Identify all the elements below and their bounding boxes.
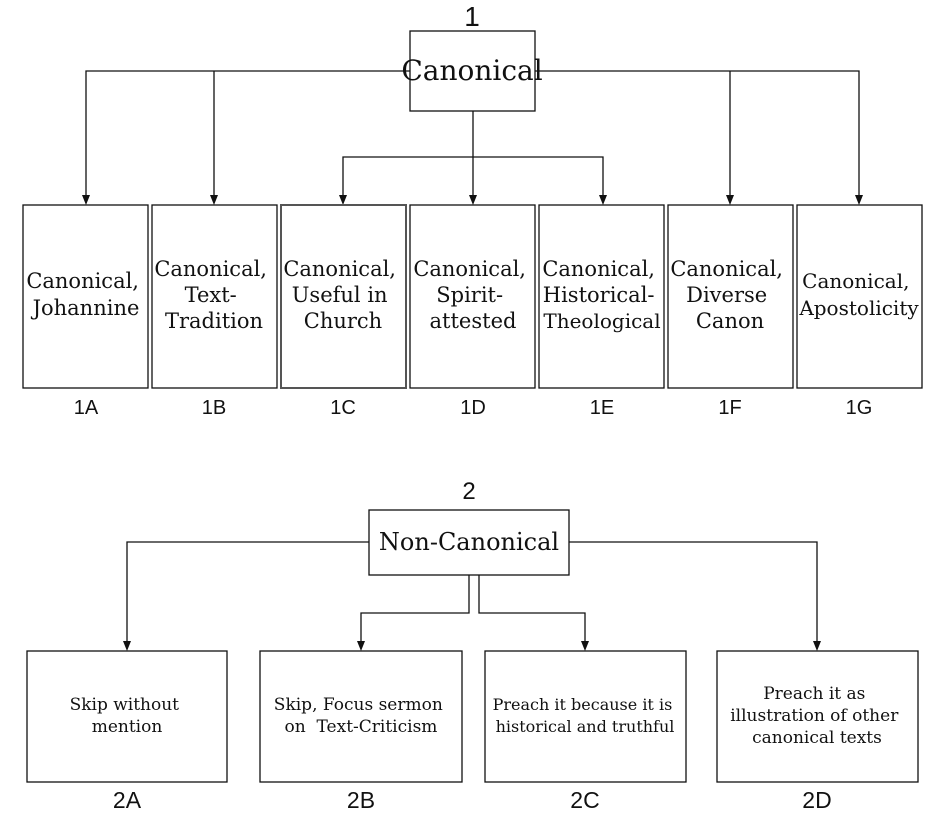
canonical-child-1E-label: Canonical, Historical- Theological [542, 257, 661, 333]
canonical-connectors [82, 70, 863, 205]
non-canonical-child-2C-label: Preach it because it is historical and t… [493, 695, 678, 736]
non-canonical-child-2A-label: Skip without mention [70, 695, 185, 737]
edge-2-2C [478, 575, 586, 641]
canonical-child-1A: Canonical, Johannine 1A [22, 204, 149, 419]
non-canonical-child-2A: Skip without mention 2A [26, 650, 228, 813]
edge-2-2D [569, 541, 818, 641]
non-canonical-root-box [368, 509, 570, 576]
non-canonical-number: 2 [462, 478, 475, 505]
canonical-child-1B-label: Canonical, Text- Tradition [154, 257, 273, 333]
canonical-child-1E-id: 1E [590, 397, 614, 419]
canonical-number: 1 [464, 1, 480, 32]
edge-2-2B [360, 575, 470, 641]
arrowhead-1A [82, 195, 90, 205]
arrowhead-1D [469, 195, 477, 205]
canonical-root-box [409, 30, 536, 112]
canonical-child-1A-id: 1A [74, 397, 99, 419]
arrowhead-1G [855, 195, 863, 205]
non-canonical-child-2A-id: 2A [113, 787, 142, 813]
canonical-child-1D-label: Canonical, Spirit- attested [413, 257, 532, 333]
non-canonical-child-2B-label: Skip, Focus sermon on Text-Criticism [274, 695, 448, 737]
edge-1-1E [473, 156, 604, 195]
edge-1-1C [342, 156, 473, 195]
canonical-child-1E: Canonical, Historical- Theological 1E [538, 204, 665, 419]
non-canonical-child-2B: Skip, Focus sermon on Text-Criticism 2B [259, 650, 463, 813]
canonical-child-1D: Canonical, Spirit- attested 1D [409, 204, 536, 419]
canonical-child-1A-box [22, 204, 149, 389]
non-canonical-child-2D-id: 2D [802, 787, 831, 813]
arrowhead-2C [581, 641, 589, 651]
canonical-root-label: Canonical [401, 54, 542, 87]
canonical-child-1C-box [280, 204, 407, 389]
canonical-child-1G-id: 1G [846, 397, 873, 419]
non-canonical-child-2C-box [484, 650, 687, 783]
non-canonical-child-2D-box [716, 650, 919, 783]
non-canonical-root-label: Non-Canonical [379, 528, 559, 556]
edge-1-1G [535, 70, 860, 195]
non-canonical-child-2B-box [259, 650, 463, 783]
non-canonical-child-2D: Preach it as illustration of other canon… [716, 650, 919, 813]
edge-1-1A [85, 70, 410, 195]
canonical-child-1C: Canonical, Useful in Church 1C [280, 204, 407, 419]
canonical-child-1D-id: 1D [460, 397, 486, 419]
canonical-child-1C-label: Canonical, Useful in Church [283, 257, 402, 333]
canonical-child-1F-box [667, 204, 794, 389]
arrowhead-2A [123, 641, 131, 651]
canonical-child-1G-box [796, 204, 923, 389]
non-canonical-connectors [123, 541, 821, 651]
non-canonical-child-2C-id: 2C [570, 787, 599, 813]
non-canonical-child-2D-label: Preach it as illustration of other canon… [730, 684, 903, 748]
canonical-child-1B-box [151, 204, 278, 389]
canonical-child-1B: Canonical, Text- Tradition 1B [151, 204, 278, 419]
non-canonical-child-2B-id: 2B [347, 787, 375, 813]
arrowhead-2D [813, 641, 821, 651]
arrowhead-1B [210, 195, 218, 205]
arrowhead-1C [339, 195, 347, 205]
canonical-child-1F-label: Canonical, Diverse Canon [670, 257, 789, 333]
arrowhead-1E [599, 195, 607, 205]
edge-2-2A [126, 541, 369, 641]
arrowhead-2B [357, 641, 365, 651]
non-canonical-section: 2 Non-Canonical Skip without mention 2A … [26, 478, 919, 813]
canonical-child-1F: Canonical, Diverse Canon 1F [667, 204, 794, 419]
canonical-section: 1 Canonical Canonical, Johannine [22, 1, 923, 419]
canonical-child-1G-label: Canonical, Apostolicity [798, 269, 919, 320]
canonical-child-1A-label: Canonical, Johannine [26, 269, 145, 320]
canonical-child-1G: Canonical, Apostolicity 1G [796, 204, 923, 419]
non-canonical-child-2C: Preach it because it is historical and t… [484, 650, 687, 813]
canonical-child-1C-id: 1C [330, 397, 356, 419]
canonical-child-1F-id: 1F [718, 397, 741, 419]
arrowhead-1F [726, 195, 734, 205]
non-canonical-child-2A-box [26, 650, 228, 783]
canonical-child-1B-id: 1B [202, 397, 226, 419]
canonical-child-1E-box [538, 204, 665, 389]
canonical-child-1D-box [409, 204, 536, 389]
